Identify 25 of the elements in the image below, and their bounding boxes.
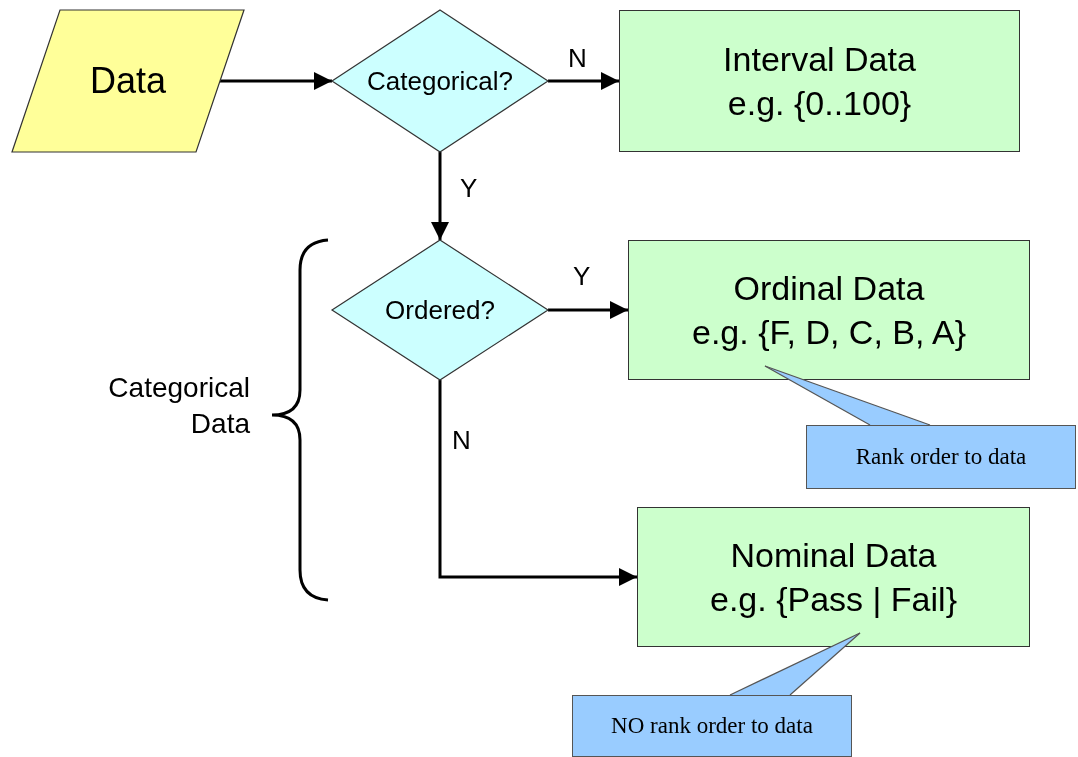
data-parallelogram [12, 10, 244, 152]
callout-box [806, 425, 1076, 489]
process-box [619, 10, 1020, 152]
arrow [220, 72, 332, 90]
arrow [438, 380, 637, 586]
node-title: Ordinal Data [733, 268, 925, 309]
arrow [548, 72, 619, 90]
arrow [548, 301, 628, 319]
decision-diamond [332, 10, 548, 152]
arrow [431, 152, 449, 240]
decision-diamond [332, 240, 548, 380]
example-text: e.g. {0..100} [727, 83, 912, 124]
node-label: Ordered? [385, 294, 495, 326]
process-box [637, 507, 1030, 647]
node-label: Categorical? [367, 65, 513, 97]
node-label: Data [89, 60, 166, 102]
node-title: Nominal Data [730, 535, 937, 576]
example-text: e.g. {F, D, C, B, A} [692, 312, 966, 353]
group-label: Categorical Data [107, 371, 250, 441]
callout-text: Rank order to data [855, 444, 1027, 470]
example-text: e.g. {Pass | Fail} [710, 579, 957, 620]
node-title: Interval Data [723, 39, 916, 80]
process-box [628, 240, 1030, 380]
callout-pointer [764, 365, 931, 426]
callout-text: NO rank order to data [611, 713, 813, 739]
